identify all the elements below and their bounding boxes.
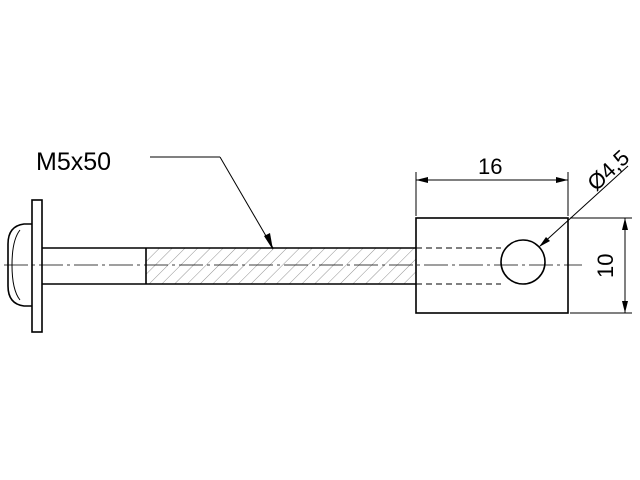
barrel-nut-hole xyxy=(500,239,546,285)
head-flange xyxy=(31,199,43,333)
leader-arrowhead xyxy=(264,233,273,250)
diameter-leader xyxy=(539,165,629,247)
diameter-dimension-text: Ø4,5 xyxy=(582,145,634,196)
thread-hatching xyxy=(146,248,416,284)
barrel-nut xyxy=(415,217,569,314)
height-dimension-text: 10 xyxy=(593,254,618,278)
bolt-shank xyxy=(42,247,146,285)
length-dimension xyxy=(415,172,569,216)
bolt-head xyxy=(7,199,43,333)
barrel-nut-body xyxy=(415,217,569,314)
thread-callout-leader xyxy=(150,156,274,250)
length-dimension-text: 16 xyxy=(478,154,502,179)
height-dimension xyxy=(570,217,632,314)
threaded-section xyxy=(145,247,416,285)
thread-callout-text: M5x50 xyxy=(36,148,111,176)
